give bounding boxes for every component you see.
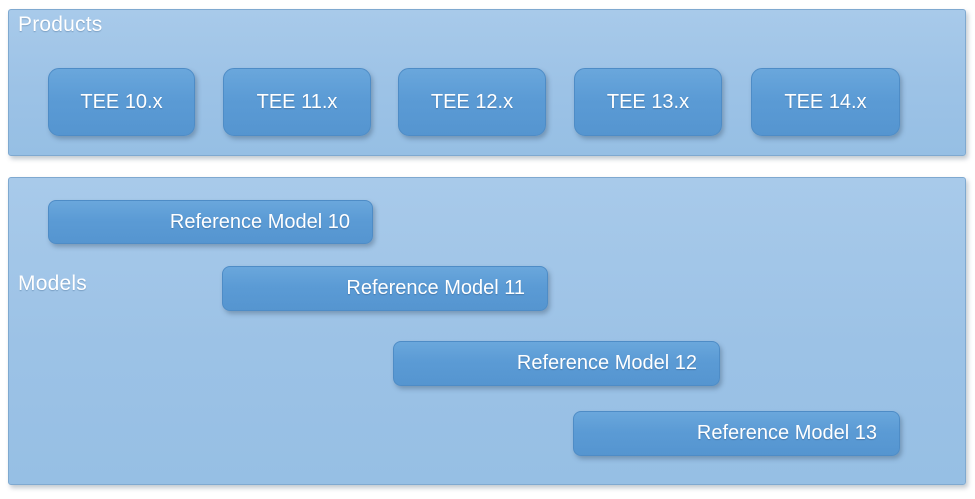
- product-node-label: TEE 11.x: [256, 90, 338, 113]
- model-node-label: Reference Model 10: [169, 210, 350, 233]
- product-node-tee-11[interactable]: TEE 11.x: [223, 68, 371, 136]
- model-node-label: Reference Model 11: [346, 277, 525, 299]
- product-node-tee-13[interactable]: TEE 13.x: [574, 68, 722, 136]
- model-node-label: Reference Model 13: [696, 422, 877, 444]
- model-node-reference-model-13[interactable]: Reference Model 13: [573, 411, 900, 456]
- product-node-tee-14[interactable]: TEE 14.x: [751, 68, 900, 136]
- product-node-label: TEE 12.x: [430, 90, 514, 113]
- group-label-products: Products: [18, 13, 103, 36]
- model-node-label: Reference Model 12: [516, 352, 697, 374]
- product-node-label: TEE 10.x: [80, 90, 163, 113]
- model-node-reference-model-11[interactable]: Reference Model 11: [222, 266, 548, 311]
- model-node-reference-model-12[interactable]: Reference Model 12: [393, 341, 720, 386]
- product-node-tee-12[interactable]: TEE 12.x: [398, 68, 546, 136]
- product-node-tee-10[interactable]: TEE 10.x: [48, 68, 195, 136]
- model-node-reference-model-10[interactable]: Reference Model 10: [48, 200, 373, 244]
- group-label-models: Models: [18, 272, 87, 295]
- product-node-label: TEE 14.x: [784, 90, 867, 113]
- product-node-label: TEE 13.x: [606, 90, 690, 113]
